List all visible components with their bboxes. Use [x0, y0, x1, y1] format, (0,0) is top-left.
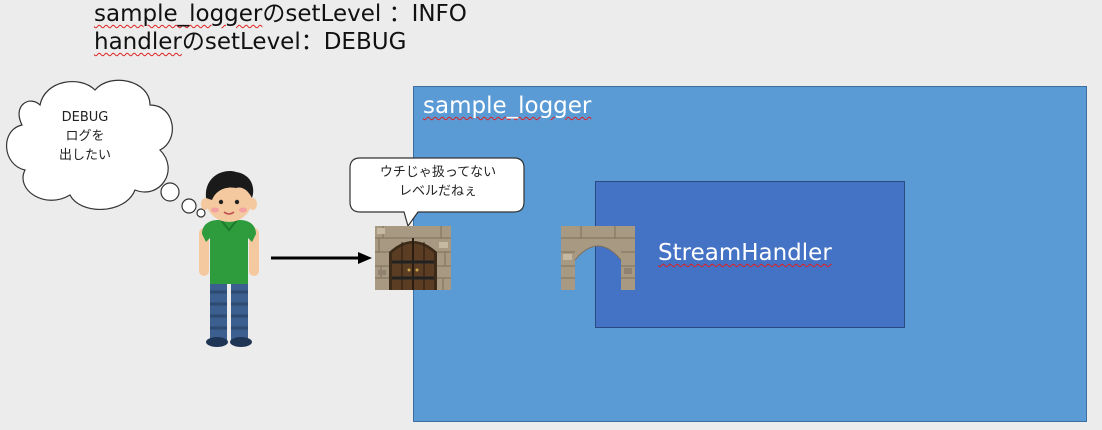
thought-line: ログを [65, 129, 105, 144]
thought-line: 出したい [58, 148, 111, 163]
right-arrow-icon [271, 252, 372, 264]
thought-line: DEBUG [61, 110, 109, 125]
speech-line: ウチじゃ扱ってない [379, 165, 497, 180]
handler-name-text: handler [94, 29, 182, 55]
logger-box-label: sample_logger [423, 93, 592, 119]
closed-castle-gate-icon [375, 226, 451, 290]
thought-bubble [6, 79, 206, 218]
logger-setlevel-text: のsetLevel ：INFO [262, 1, 467, 27]
handler-box-label: StreamHandler [658, 240, 832, 266]
logger-name-text: sample_logger [94, 1, 263, 27]
open-stone-arch-icon [561, 226, 635, 290]
speech-bubble [349, 157, 525, 228]
handler-setlevel-line: handlerのsetLevel：DEBUG [94, 28, 406, 56]
handler-setlevel-text: のsetLevel：DEBUG [181, 29, 407, 55]
person-icon [199, 171, 259, 347]
thought-bubble-text: DEBUG ログを 出したい [30, 108, 140, 165]
logger-setlevel-line: sample_loggerのsetLevel ：INFO [94, 0, 467, 28]
speech-bubble-text: ウチじゃ扱ってない レベルだねぇ [352, 163, 524, 201]
handler-box [595, 181, 905, 328]
speech-line: レベルだねぇ [398, 184, 477, 199]
